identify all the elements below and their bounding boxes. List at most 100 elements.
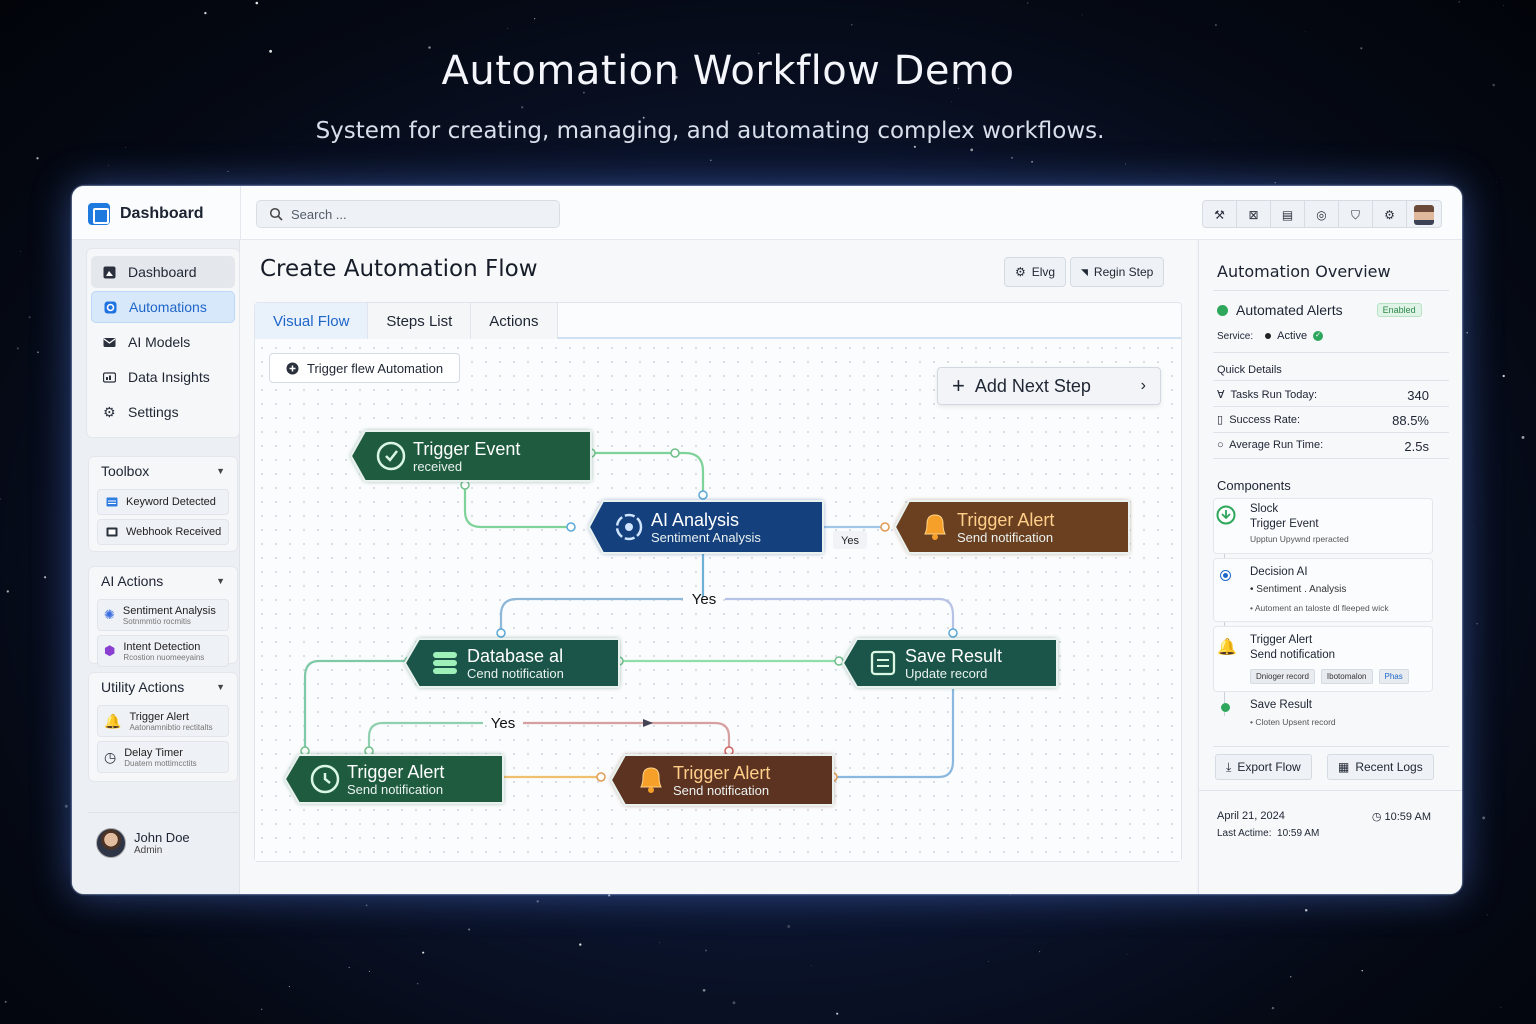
recent-logs-button[interactable]: ▦Recent Logs <box>1327 754 1434 780</box>
sidebar-item-label: Settings <box>128 404 179 420</box>
chip[interactable]: Ibotomalon <box>1320 669 1373 684</box>
sidebar-item-settings[interactable]: ⚙ Settings <box>91 396 235 428</box>
node-body <box>403 638 620 688</box>
tool-keyword-detected[interactable]: Keyword Detected <box>97 489 229 515</box>
component-item[interactable]: Save Result • Cloten Upsent record <box>1213 696 1433 736</box>
star <box>810 965 812 967</box>
alerts-label: Automated Alerts <box>1236 302 1343 318</box>
chat-icon[interactable]: ◎ <box>1305 201 1339 227</box>
sidebar-item-label: Automations <box>129 299 207 315</box>
bell-icon <box>640 767 662 793</box>
dashboard-logo-icon <box>88 203 110 225</box>
hero-title: Automation Workflow Demo <box>441 48 1015 94</box>
tab-actions[interactable]: Actions <box>471 303 558 339</box>
star <box>1027 2 1029 4</box>
section-title: Utility Actions <box>101 679 185 695</box>
component-item[interactable]: 🔔 Trigger Alert Send notification Dnioge… <box>1213 626 1433 692</box>
user-role: Admin <box>134 845 163 856</box>
search-input[interactable] <box>291 206 541 222</box>
star <box>1500 1006 1502 1008</box>
bell-icon <box>924 514 946 540</box>
chip[interactable]: Dnioger record <box>1250 669 1315 684</box>
edge-ports <box>300 448 958 782</box>
tab-steps-list[interactable]: Steps List <box>368 303 472 339</box>
component-item[interactable]: Slock Trigger Event Upptun Upywnd rperac… <box>1213 498 1433 554</box>
component-title: Slock <box>1250 503 1279 515</box>
folder-icon: ▦ <box>1338 760 1350 774</box>
node-body <box>841 638 1058 688</box>
toolbox-header[interactable]: Toolbox▼ <box>89 457 237 485</box>
star <box>836 1012 839 1015</box>
star <box>16 347 20 350</box>
chip[interactable]: Phas <box>1378 669 1409 684</box>
overview-card: Automation Overview Automated Alerts Ena… <box>1213 246 1449 790</box>
stat-average-run-time: ○ Average Run Time:2.5s <box>1217 439 1429 454</box>
ai-actions-header[interactable]: AI Actions▼ <box>89 567 237 595</box>
brand[interactable]: Dashboard <box>88 200 238 228</box>
shield-icon[interactable]: ⛉ <box>1339 201 1373 227</box>
search-box[interactable] <box>256 200 560 228</box>
node-title: Trigger Alert <box>347 762 444 782</box>
star <box>659 942 661 944</box>
divider <box>1213 406 1449 407</box>
search-icon <box>269 207 283 221</box>
user-profile[interactable]: John Doe Admin <box>96 828 190 858</box>
tool-webhook-received[interactable]: Webhook Received <box>97 519 229 545</box>
utility-actions-header[interactable]: Utility Actions▼ <box>89 673 237 701</box>
sidebar-nav: Dashboard Automations AI Models Data Ins… <box>86 248 240 438</box>
node-subtitle: Sentiment Analysis <box>651 530 761 545</box>
sidebar-item-automations[interactable]: Automations <box>91 291 235 323</box>
gear-icon[interactable]: ⚙ <box>1373 201 1407 227</box>
sidebar-item-data-insights[interactable]: Data Insights <box>91 361 235 393</box>
wrench-icon[interactable]: ⚒ <box>1203 201 1237 227</box>
node-subtitle: received <box>413 459 462 474</box>
last-active-value: 10:59 AM <box>1277 828 1320 839</box>
profile-avatar-button[interactable] <box>1407 201 1441 227</box>
node-title: AI Analysis <box>651 510 739 530</box>
star <box>125 146 126 148</box>
check-circle-icon <box>376 441 406 471</box>
last-active-label: Last Actime: <box>1217 828 1272 839</box>
component-line: • Sentiment . Analysis <box>1250 584 1347 595</box>
settings-button[interactable]: ⚙Elvg <box>1004 257 1067 287</box>
sidebar-item-ai-models[interactable]: AI Models <box>91 326 235 358</box>
tab-visual-flow[interactable]: Visual Flow <box>255 303 369 339</box>
status-badge: Enabled <box>1376 303 1422 317</box>
star <box>851 24 853 26</box>
star <box>579 943 582 946</box>
button-label: Elvg <box>1031 265 1056 279</box>
star <box>970 148 974 152</box>
brain-icon <box>615 513 643 541</box>
star <box>1215 24 1217 26</box>
add-next-step-button[interactable]: + Add Next Step › <box>937 367 1161 405</box>
export-flow-button[interactable]: ⤓Export Flow <box>1215 754 1312 780</box>
overview-panel: Automation Overview Automated Alerts Ena… <box>1198 240 1462 894</box>
close-box-icon[interactable]: ⊠ <box>1237 201 1271 227</box>
node-subtitle: Send notification <box>673 783 769 798</box>
node-body <box>609 754 834 806</box>
layers-icon[interactable]: ▤ <box>1271 201 1305 227</box>
begin-step-button[interactable]: ◥Regin Step <box>1070 257 1165 287</box>
component-item[interactable]: Decision AI • Sentiment . Analysis • Aut… <box>1213 558 1433 622</box>
automation-icon <box>104 301 117 313</box>
trigger-new-automation-button[interactable]: Trigger flew Automation <box>269 353 461 383</box>
tool-sublabel: Sotnmmtio rocmitis <box>122 616 191 626</box>
component-title: Save Result <box>1250 699 1313 711</box>
star <box>1031 160 1034 163</box>
node-body <box>893 500 1130 554</box>
edge-save-return <box>833 689 955 779</box>
sidebar-item-dashboard[interactable]: Dashboard <box>91 256 235 288</box>
flow-canvas[interactable]: Trigger flew Automation + Add Next Step … <box>255 341 1181 861</box>
time-text: 10:59 AM <box>1384 811 1431 823</box>
